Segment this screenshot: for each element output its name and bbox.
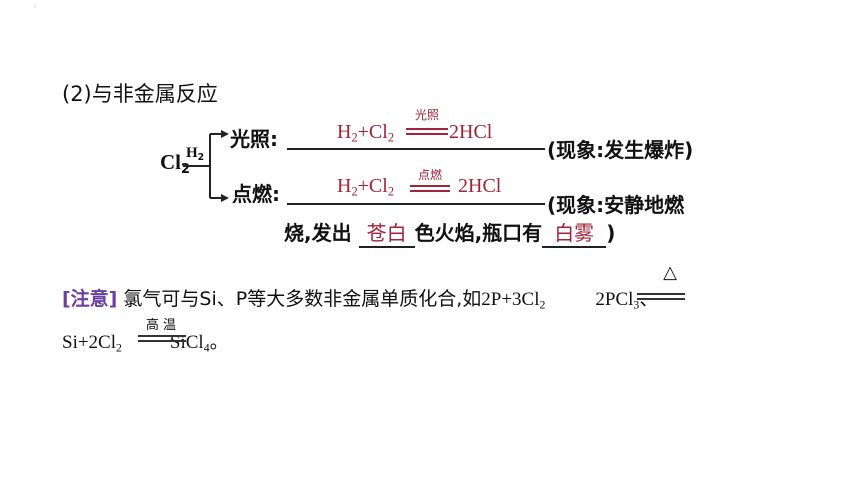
arrow-up-head	[221, 130, 229, 138]
corner-mark: ·	[34, 2, 37, 11]
branch2-answer-line	[287, 203, 545, 205]
branch1-answer-line	[287, 148, 545, 150]
branch1-phenomenon: (现象:发生爆炸)	[547, 138, 694, 162]
note-eq2-condition: 高 温	[145, 318, 177, 333]
branch1-condition: 光照	[414, 108, 439, 122]
branch2-eq-bar-top	[410, 185, 450, 187]
branch2-label: 点燃:	[232, 182, 280, 206]
branch1-label: 光照:	[230, 127, 278, 151]
branch2-product: 2HCl	[458, 175, 502, 197]
reagent-arrow-line	[183, 165, 210, 167]
note-eq1-condition: △	[663, 262, 677, 283]
branch-bracket	[209, 130, 229, 202]
section-title: (2)与非金属反应	[62, 82, 218, 106]
arrow-down-head	[221, 194, 229, 202]
branch2-eq-bar-bottom	[410, 190, 450, 192]
note-eq1-left: 2P+3Cl2	[481, 289, 546, 312]
note-eq1-product: 2PCl3	[595, 289, 640, 312]
answer-blank-flame-color: 苍白	[358, 217, 415, 248]
branch1-product: 2HCl	[449, 121, 493, 143]
reagent-formula: H2	[186, 145, 205, 163]
branch1-eq-left: H2+Cl2	[337, 121, 395, 145]
branch2-eq-left: H2+Cl2	[337, 175, 395, 199]
answer-blank-mist: 白雾	[542, 217, 607, 248]
branch1-eq-bar-bottom	[406, 133, 448, 135]
note-eq1-bar-top	[637, 293, 685, 295]
note-text: 氯气可与Si、P等大多数非金属单质化合,如	[123, 288, 482, 310]
note-tag: [注意]	[62, 288, 118, 310]
branch2-condition: 点燃	[417, 168, 442, 182]
note-eq2-bar-bottom	[138, 340, 186, 342]
note-eq2-bar-top	[138, 335, 186, 337]
branch2-phenomenon-start: (现象:安静地燃	[547, 193, 685, 217]
note-eq1-bar-bottom	[637, 298, 685, 300]
branch1-eq-bar-top	[406, 128, 448, 130]
reactant-formula: Cl2	[160, 150, 191, 177]
branch2-phenomenon-cont: 烧,发出 苍白色火焰,瓶口有白雾)	[284, 217, 615, 248]
